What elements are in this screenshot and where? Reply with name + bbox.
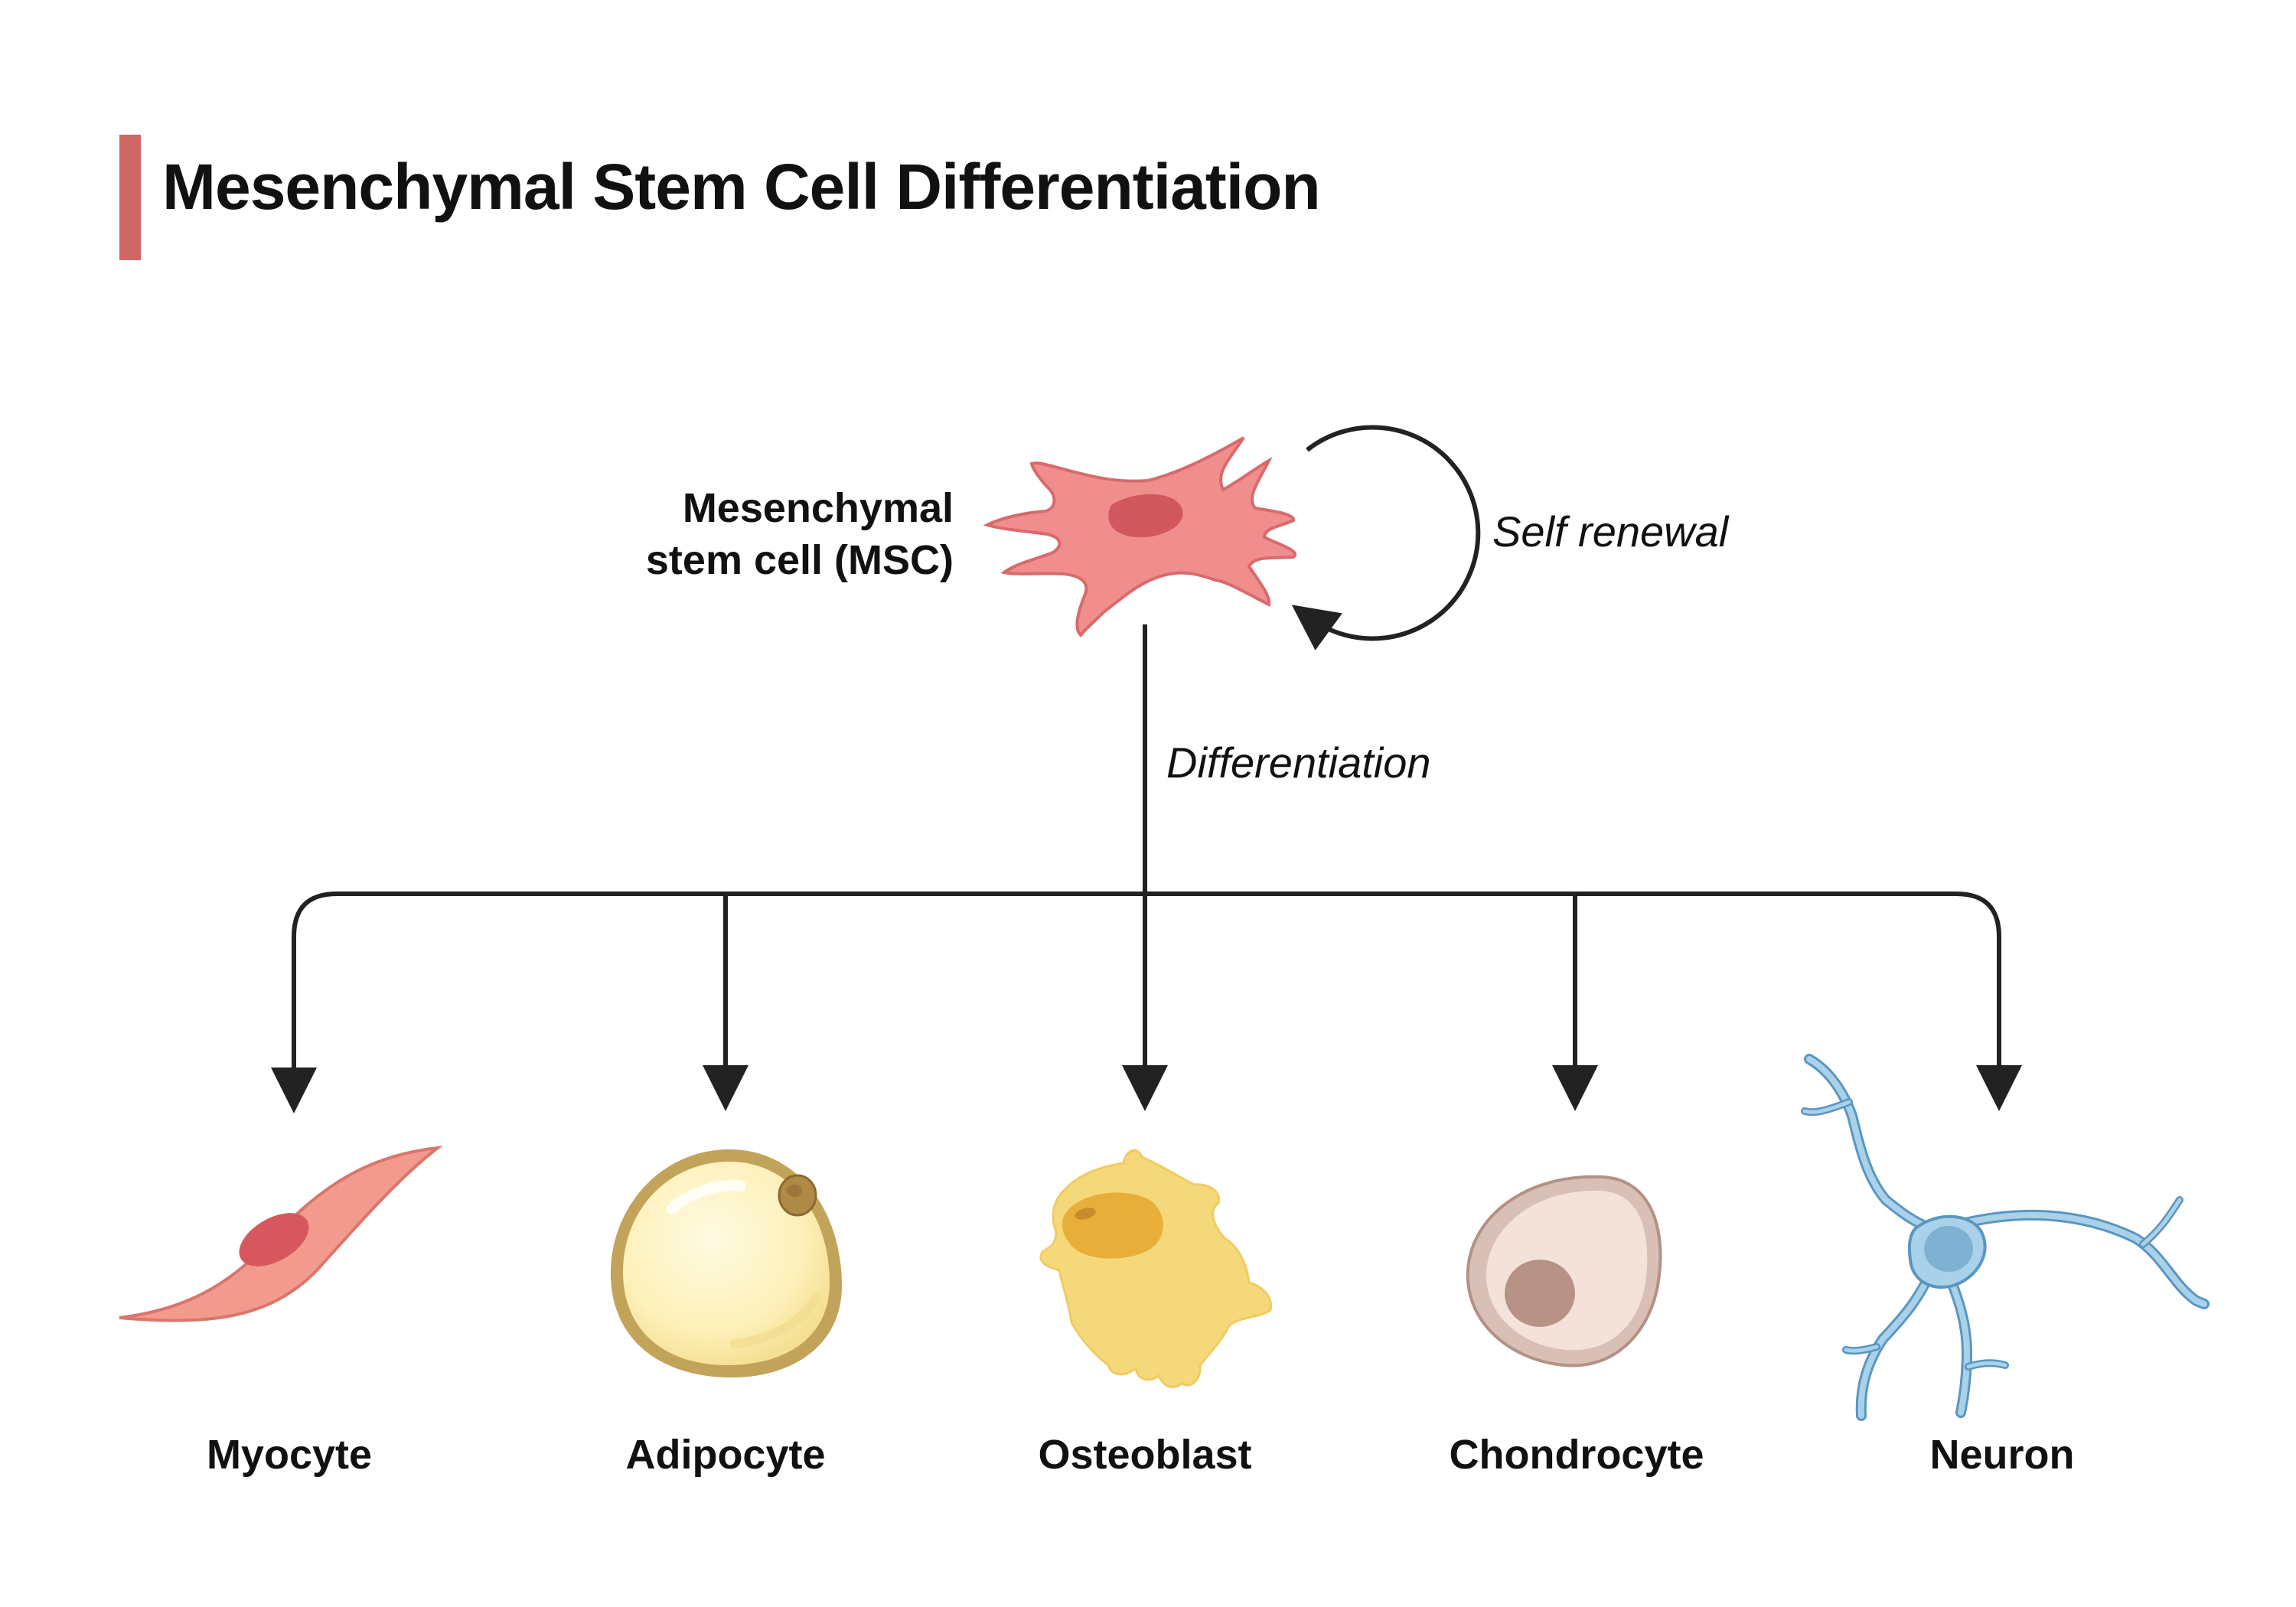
osteoblast-icon	[1039, 1149, 1273, 1388]
neuron-soma	[1907, 1214, 1987, 1289]
adipocyte-label: Adipocyte	[625, 1432, 826, 1478]
page-title: Mesenchymal Stem Cell Differentiation	[162, 151, 1321, 223]
differentiation-label: Differentiation	[1166, 738, 1431, 787]
chondrocyte-label: Chondrocyte	[1449, 1432, 1704, 1478]
differentiation-arrows	[271, 624, 2022, 1113]
title-accent-bar	[119, 135, 141, 260]
stem-cell-icon	[983, 436, 1296, 638]
stem-cell-label: Mesenchymal stem cell (MSC)	[646, 482, 954, 586]
self-renewal-arrow	[1291, 425, 1481, 650]
neuron-icon	[1801, 1054, 2210, 1421]
myocyte-label: Myocyte	[206, 1432, 373, 1478]
myocyte-icon	[119, 1146, 443, 1322]
stem-cell-label-line2: stem cell (MSC)	[645, 537, 954, 583]
neuron-label: Neuron	[1929, 1432, 2075, 1478]
self-renewal-label: Self renewal	[1492, 507, 1729, 556]
chondrocyte-icon	[1466, 1175, 1662, 1367]
adipocyte-icon	[610, 1149, 842, 1378]
osteoblast-label: Osteoblast	[1038, 1432, 1252, 1478]
stem-cell-label-line1: Mesenchymal	[682, 485, 954, 531]
